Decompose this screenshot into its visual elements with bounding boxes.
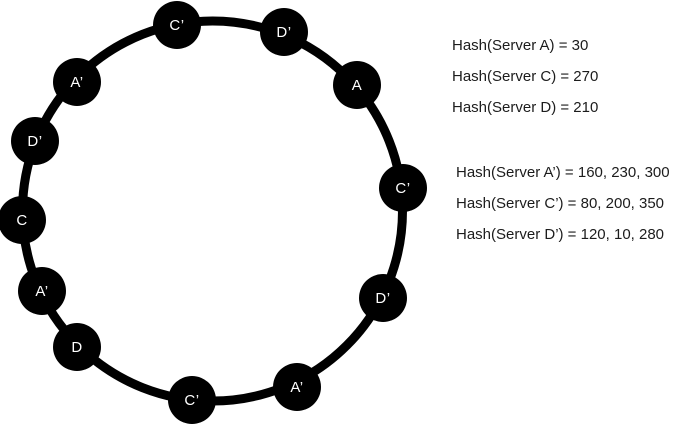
hash-value-line: Hash(Server A’) = 160, 230, 300 — [456, 164, 670, 181]
ring-node: D’ — [11, 117, 59, 165]
hash-value-line: Hash(Server A) = 30 — [452, 37, 589, 54]
hash-value-line: Hash(Server C’) = 80, 200, 350 — [456, 195, 665, 212]
ring-node: A’ — [53, 58, 101, 106]
ring-node: C’ — [153, 1, 201, 49]
ring-node: C’ — [168, 376, 216, 424]
ring-node: D — [53, 323, 101, 371]
hash-values-virtual-servers: Hash(Server A’) = 160, 230, 300 Hash(Ser… — [456, 157, 670, 250]
ring-node: C’ — [379, 164, 427, 212]
hash-value-line: Hash(Server D) = 210 — [452, 99, 599, 116]
hash-value-line: Hash(Server C) = 270 — [452, 68, 599, 85]
hash-values-physical-servers: Hash(Server A) = 30 Hash(Server C) = 270… — [452, 30, 598, 123]
hash-value-line: Hash(Server D’) = 120, 10, 280 — [456, 226, 665, 243]
ring-node: C — [0, 196, 46, 244]
ring-node: A’ — [273, 363, 321, 411]
ring-node: A — [333, 61, 381, 109]
ring-node: D’ — [359, 274, 407, 322]
ring-node: A’ — [18, 267, 66, 315]
ring-node: D’ — [260, 8, 308, 56]
